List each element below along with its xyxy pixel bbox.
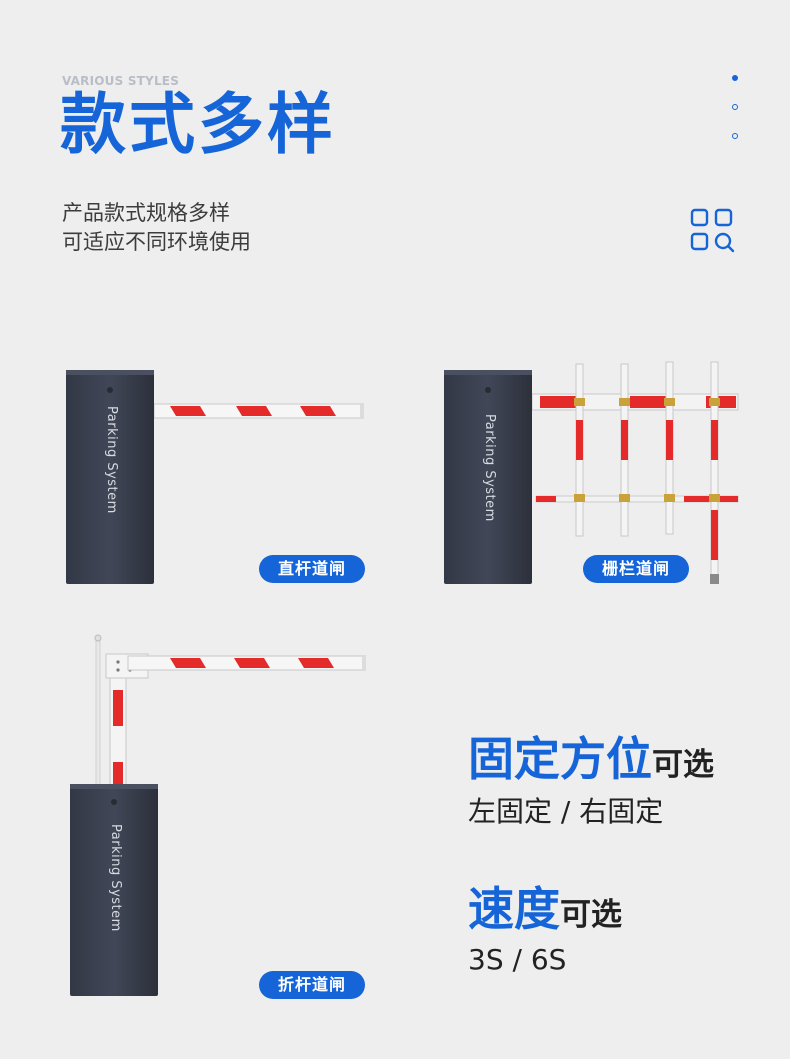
- feature-orientation-desc: 左固定 / 右固定: [468, 795, 664, 828]
- cabinet-text-box: Parking System: [474, 414, 504, 564]
- subtitle-line-1: 产品款式规格多样: [62, 201, 230, 225]
- label-straight-boom: 直杆道闸: [259, 555, 365, 583]
- dot: [732, 104, 738, 110]
- dot: [732, 133, 738, 139]
- cabinet-text-box: Parking System: [96, 406, 126, 556]
- cabinet-brand-text: Parking System: [108, 824, 123, 932]
- page-title: 款式多样: [60, 86, 336, 163]
- feature-speed-title-main: 速度: [468, 882, 560, 936]
- eyebrow-text: VARIOUS STYLES: [62, 74, 180, 88]
- straight-boom-barrier: Parking System: [66, 368, 366, 588]
- grid-search-icon: [690, 208, 736, 254]
- feature-speed-title-suffix: 可选: [560, 897, 622, 933]
- cabinet-brand-text: Parking System: [104, 406, 119, 514]
- feature-orientation-title-suffix: 可选: [652, 747, 714, 783]
- cabinet-brand-text: Parking System: [482, 414, 497, 522]
- label-fence-boom: 栅栏道闸: [583, 555, 689, 583]
- feature-speed-desc: 3S / 6S: [468, 943, 567, 976]
- feature-orientation-title-main: 固定方位: [468, 732, 652, 786]
- cabinet-text-box: Parking System: [100, 824, 130, 974]
- folding-boom-barrier: Parking System: [68, 634, 368, 1000]
- feature-orientation-title: 固定方位可选: [468, 736, 714, 782]
- dot-active: [732, 75, 738, 81]
- feature-speed-title: 速度可选: [468, 886, 622, 932]
- subtitle-line-2: 可适应不同环境使用: [62, 230, 251, 254]
- label-folding-boom: 折杆道闸: [259, 971, 365, 999]
- fence-boom-barrier: Parking System: [444, 360, 744, 590]
